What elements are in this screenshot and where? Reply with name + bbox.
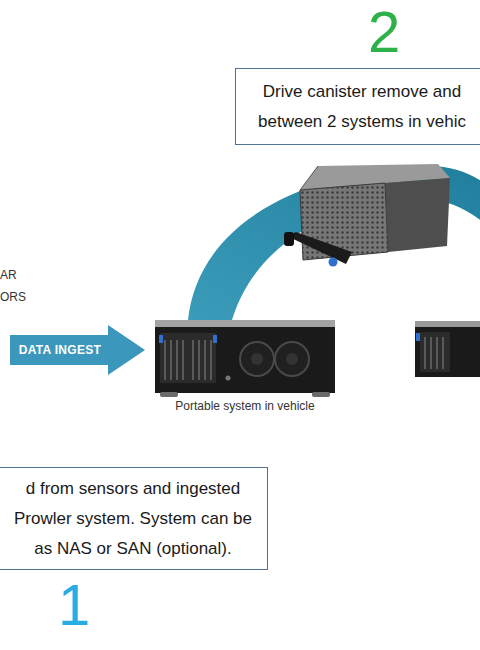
slot [164, 340, 166, 380]
drive-bay [420, 332, 450, 372]
release-knob [329, 258, 338, 267]
blue-tab [213, 335, 217, 343]
drive-canister [284, 164, 450, 267]
box-text: d from sensors and ingested Prowler syst… [6, 474, 260, 564]
chassis-body [415, 327, 480, 377]
fan [275, 342, 309, 376]
slot [430, 337, 432, 369]
device-caption: Portable system in vehicle [155, 400, 335, 412]
canister-side [385, 178, 450, 252]
slot [442, 337, 444, 369]
slot [204, 340, 206, 380]
fan-hub [286, 353, 298, 365]
power-button [226, 376, 231, 381]
canister-edge [300, 166, 318, 190]
callout-box: Drive canister remove and between 2 syst… [235, 68, 480, 145]
callout-number: 1 [58, 576, 90, 634]
canister-grille [300, 183, 388, 260]
slot [182, 340, 184, 380]
callout-number: 2 [368, 3, 400, 61]
foot [160, 392, 178, 397]
second-system [415, 321, 480, 377]
slot [210, 340, 212, 380]
sensor-label: AR [0, 269, 17, 281]
slot [176, 340, 178, 380]
fan [240, 342, 274, 376]
drive-slots [425, 337, 443, 369]
arrow-fill [10, 325, 145, 375]
box-text: Drive canister remove and between 2 syst… [250, 77, 474, 137]
ingest-arrow: DATA INGEST [10, 325, 145, 375]
fan-hub [251, 353, 263, 365]
arrow-label: DATA INGEST [10, 343, 110, 357]
drive-slots [165, 340, 211, 380]
transfer-arc [188, 166, 480, 320]
handle-grip [284, 232, 294, 246]
slot [170, 340, 172, 380]
callout-box: d from sensors and ingested Prowler syst… [0, 467, 268, 570]
chassis-body [155, 327, 335, 393]
chassis-top [415, 321, 480, 328]
canister-handle [287, 232, 352, 264]
portable-system [155, 320, 335, 397]
slot [192, 340, 194, 380]
foot [312, 392, 330, 397]
slot [436, 337, 438, 369]
blue-tab [416, 333, 420, 341]
slot [198, 340, 200, 380]
slot [424, 337, 426, 369]
drive-bay [160, 333, 216, 383]
sensor-label: ORS [0, 291, 26, 303]
blue-tab [159, 335, 163, 343]
